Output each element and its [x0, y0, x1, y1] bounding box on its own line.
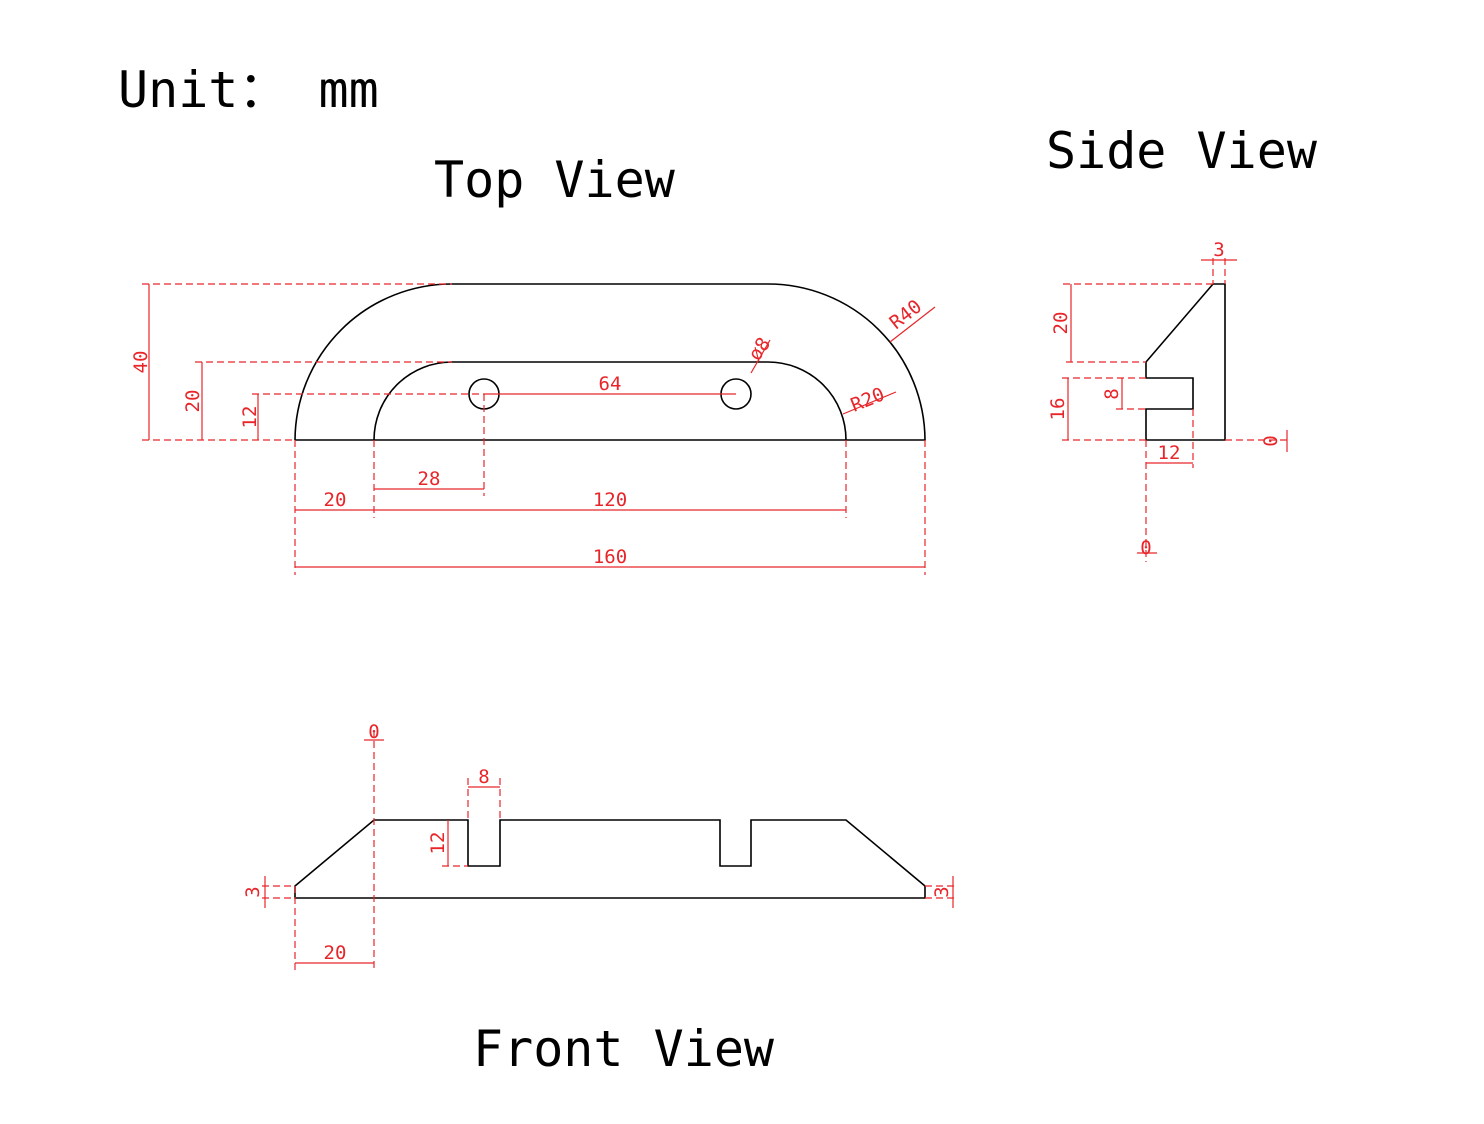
dim-160: 160 [593, 546, 627, 568]
top-inner-outline [373, 361, 847, 441]
side-view: 3 20 8 16 12 0 0 [1047, 239, 1290, 562]
dim-12: 12 [239, 406, 261, 429]
dim-20-vertical: 20 [182, 390, 204, 413]
front-dim-12: 12 [427, 832, 449, 855]
dim-r40: R40 [886, 295, 927, 333]
side-dim-12: 12 [1158, 442, 1181, 464]
front-view: 0 8 12 3 3 20 [242, 721, 958, 970]
side-profile [1145, 283, 1226, 441]
dim-40: 40 [130, 351, 152, 374]
side-dim-3: 3 [1213, 239, 1224, 261]
dim-28: 28 [418, 468, 441, 490]
dim-diameter-8: ø8 [744, 333, 775, 364]
unit-label: Unit： mm [118, 61, 379, 119]
front-dim-zero: 0 [368, 721, 379, 743]
side-dim-zero-horizontal: 0 [1260, 435, 1282, 446]
side-dim-zero-vertical: 0 [1140, 537, 1151, 559]
dim-20-horizontal: 20 [324, 489, 347, 511]
dim-r20: R20 [848, 383, 888, 416]
front-dim-8: 8 [478, 766, 489, 788]
dim-64: 64 [599, 373, 622, 395]
side-view-title: Side View [1046, 122, 1318, 180]
front-dim-3-left: 3 [242, 886, 264, 897]
side-dim-8: 8 [1101, 388, 1123, 399]
front-dim-3-right: 3 [931, 886, 953, 897]
dim-120: 120 [593, 489, 627, 511]
front-dim-20: 20 [324, 942, 347, 964]
side-dim-16: 16 [1047, 398, 1069, 421]
front-profile [294, 819, 926, 899]
front-view-title: Front View [473, 1020, 775, 1078]
top-view: 40 20 12 64 ø8 R20 R40 28 20 120 160 [130, 283, 936, 575]
side-dim-20: 20 [1050, 312, 1072, 335]
top-view-title: Top View [434, 151, 676, 209]
